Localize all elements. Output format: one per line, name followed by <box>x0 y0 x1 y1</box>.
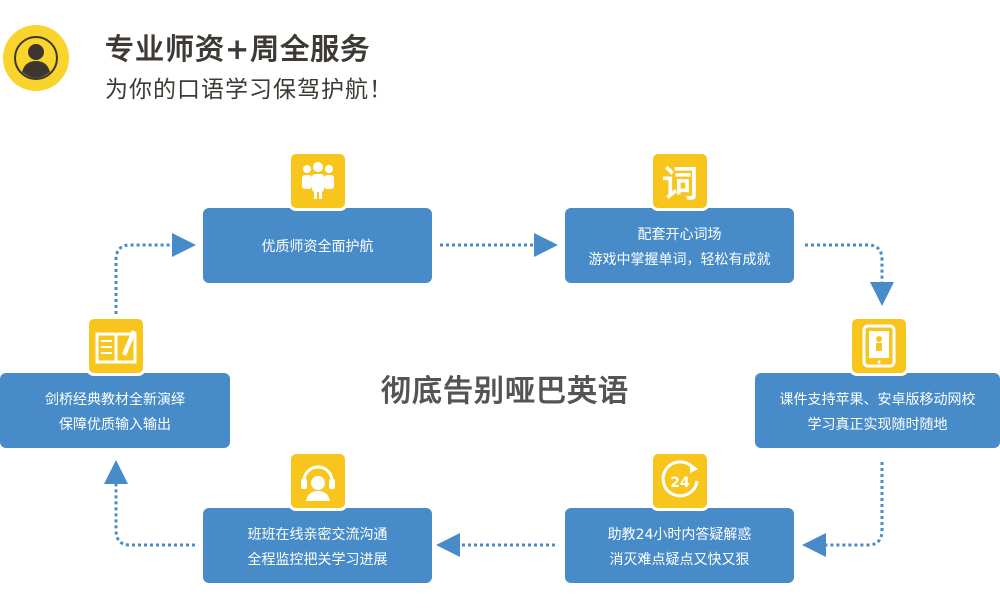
page-title: 专业师资+周全服务 <box>105 32 371 66</box>
clock-24-label: 24 <box>670 475 690 491</box>
step-text: 游戏中掌握单词，轻松有成就 <box>588 251 771 268</box>
step-text: 全程监控把关学习进展 <box>247 551 388 568</box>
step-box-teachers: 优质师资全面护航 <box>203 208 432 283</box>
arrow-5-6 <box>104 460 195 547</box>
headset-icon <box>288 451 348 511</box>
word-glyph: 词 <box>661 164 698 205</box>
step-box-textbook: 剑桥经典教材全新演绎 保障优质输入输出 <box>0 373 230 448</box>
clock-24-icon: 24 <box>650 451 710 511</box>
step-text: 保障优质输入输出 <box>59 416 171 433</box>
step-text: 课件支持苹果、安卓版移动网校 <box>779 391 976 408</box>
step-text: 班班在线亲密交流沟通 <box>247 526 388 543</box>
step-text: 学习真正实现随时随地 <box>807 416 948 433</box>
arrow-6-1 <box>114 233 196 362</box>
step-text: 剑桥经典教材全新演绎 <box>45 391 185 408</box>
word-icon: 词 <box>650 151 710 211</box>
tablet-icon <box>849 316 909 376</box>
center-slogan: 彻底告别哑巴英语 <box>381 374 629 409</box>
step-text: 配套开心词场 <box>637 226 722 243</box>
step-box-words: 配套开心词场 游戏中掌握单词，轻松有成就 <box>565 208 794 283</box>
avatar-icon <box>3 25 69 91</box>
step-text: 消灭难点疑点又快又狠 <box>609 551 750 568</box>
book-icon <box>86 316 146 376</box>
step-text: 助教24小时内答疑解惑 <box>607 526 752 543</box>
step-box-tutor: 助教24小时内答疑解惑 消灭难点疑点又快又狠 <box>565 508 794 583</box>
step-box-class: 班班在线亲密交流沟通 全程监控把关学习进展 <box>203 508 432 583</box>
arrow-3-4 <box>802 462 884 557</box>
step-box-mobile: 课件支持苹果、安卓版移动网校 学习真正实现随时随地 <box>755 373 1000 448</box>
arrow-2-3 <box>805 243 894 306</box>
step-text: 优质师资全面护航 <box>261 239 374 255</box>
page-subtitle: 为你的口语学习保驾护航！ <box>105 77 393 103</box>
people-icon <box>288 151 348 211</box>
